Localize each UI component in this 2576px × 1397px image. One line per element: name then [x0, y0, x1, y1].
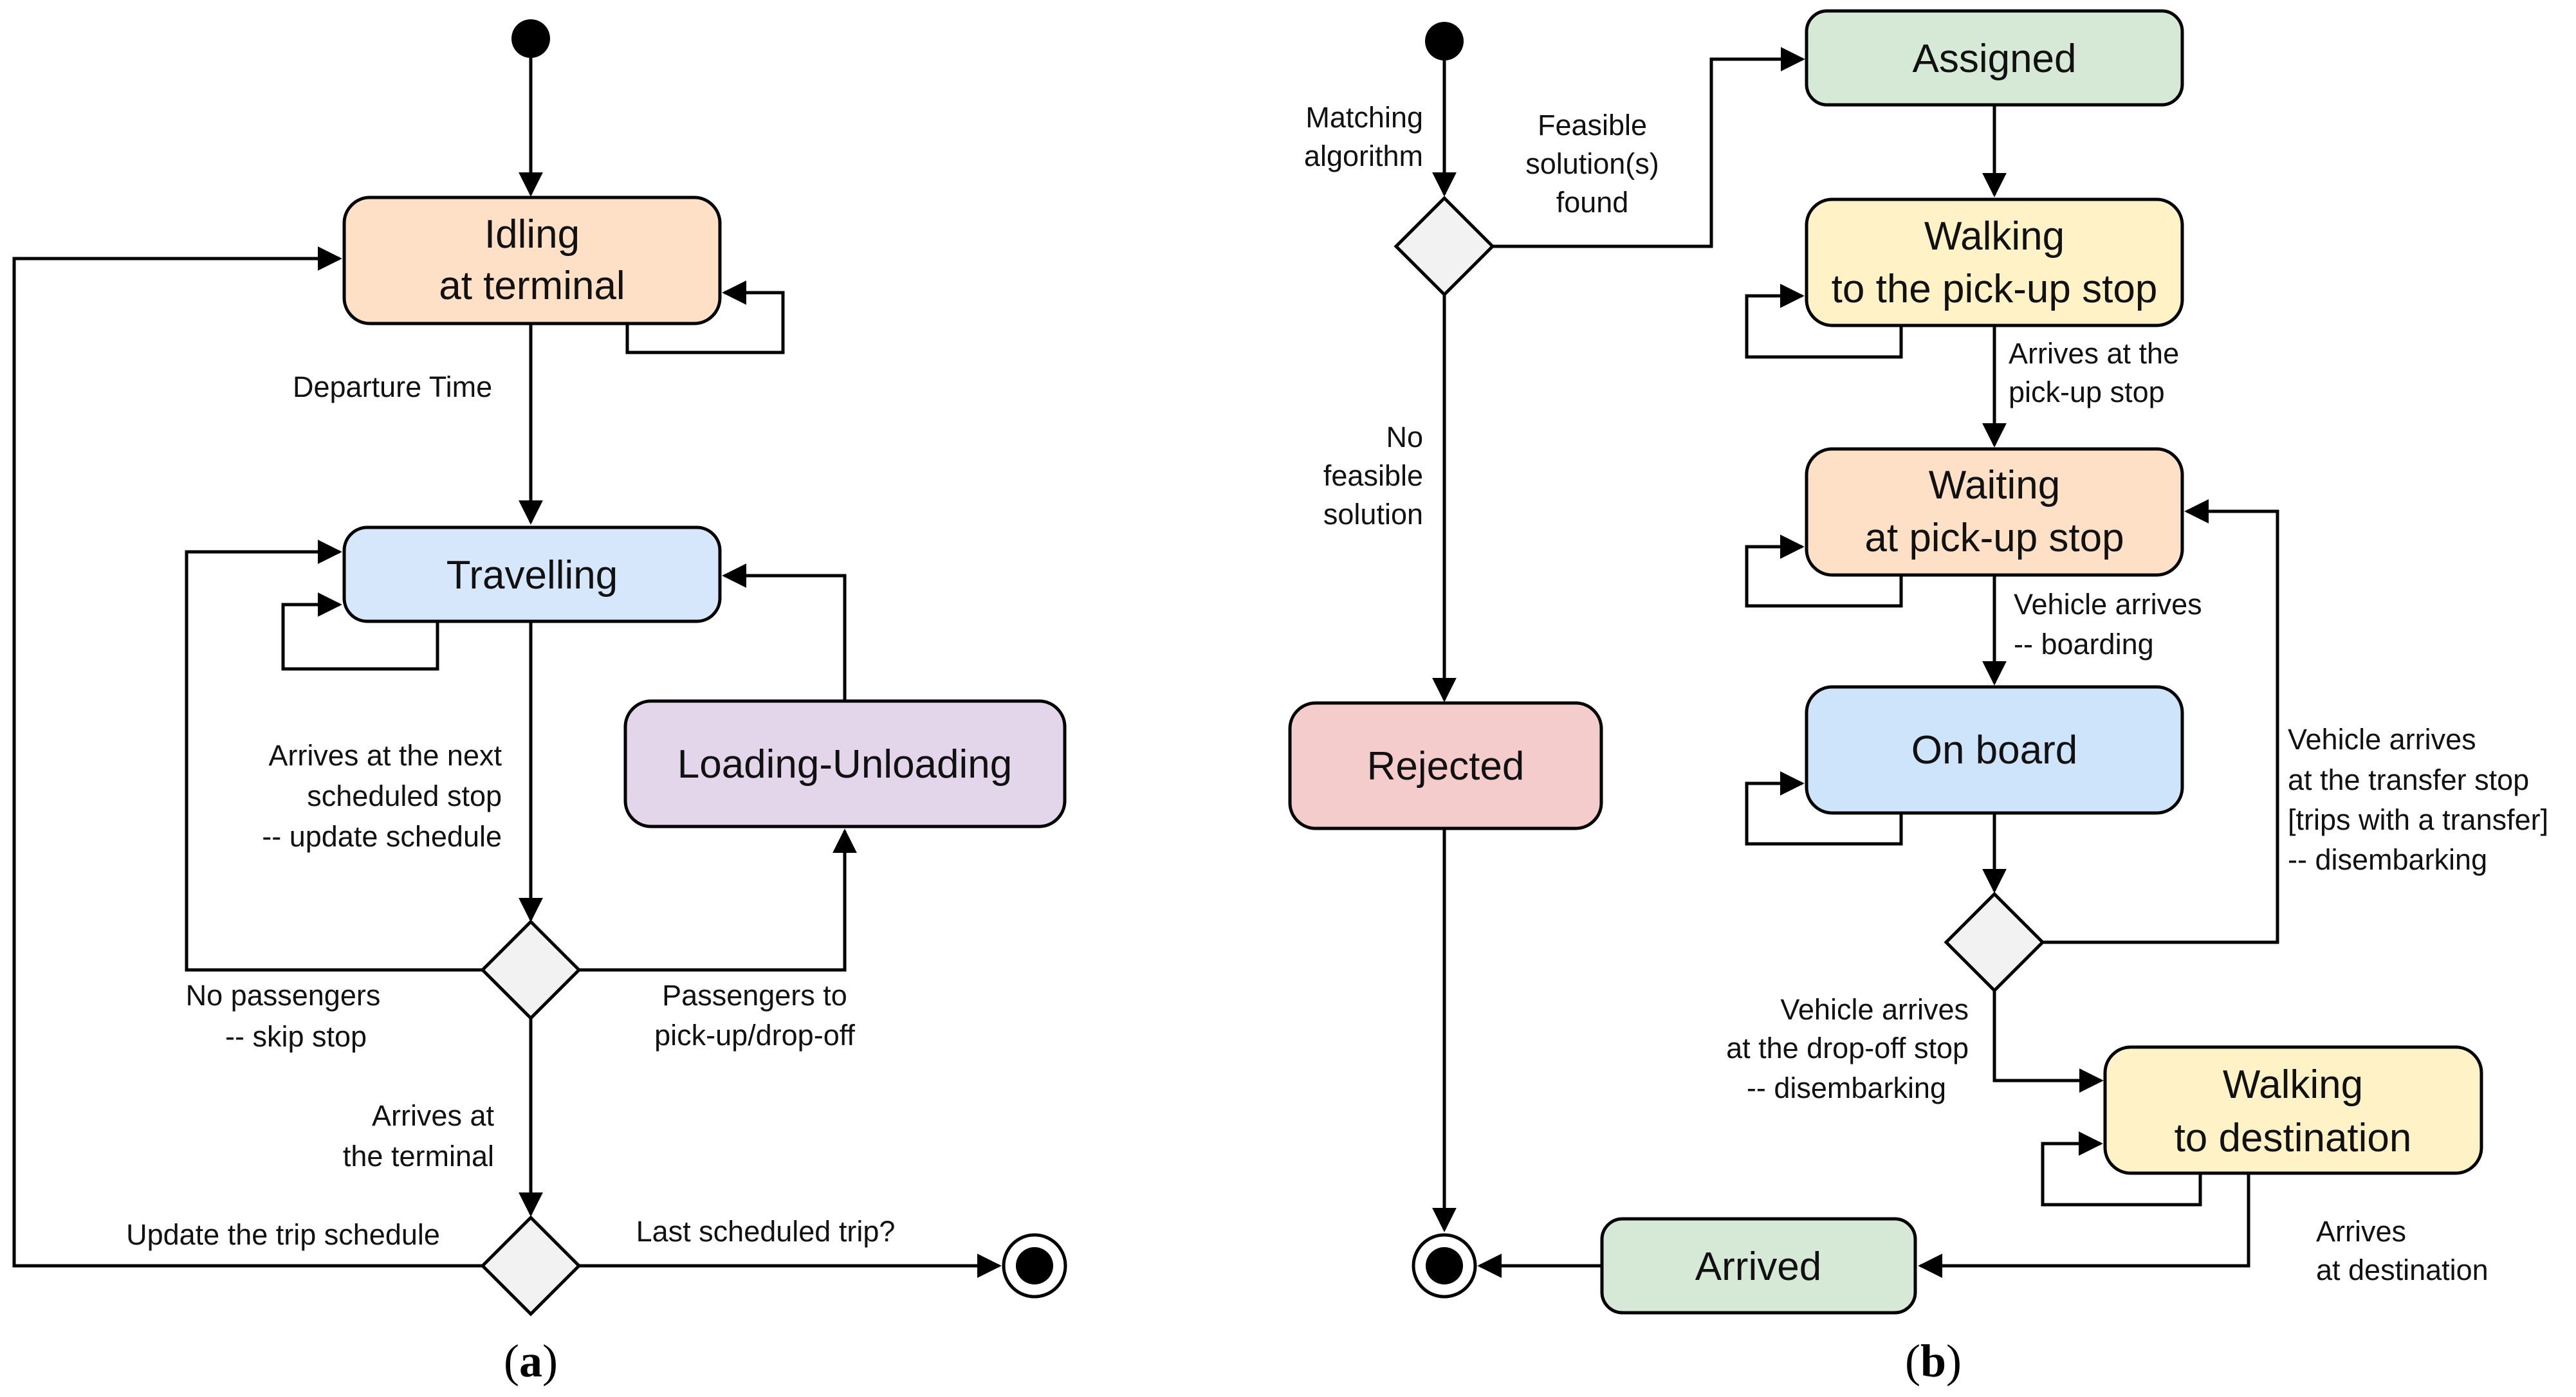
label-dropoff-2: at the drop-off stop: [1726, 1032, 1969, 1064]
state-assigned-label: Assigned: [1912, 37, 2076, 81]
label-no-feasible-2: feasible: [1323, 459, 1423, 492]
decision-node-b1: [1394, 196, 1495, 297]
edge-decision-b2-to-walking-dest: [1992, 991, 2104, 1093]
state-travelling[interactable]: Travelling: [342, 525, 722, 623]
label-departure-time: Departure Time: [293, 370, 492, 403]
label-arrives-next-1: Arrives at the next: [268, 739, 502, 772]
label-feasible-2: solution(s): [1525, 147, 1659, 180]
state-travelling-label: Travelling: [446, 553, 618, 598]
edge-decision1-to-travelling: [185, 540, 483, 972]
caption-a: (a): [504, 1335, 558, 1387]
edge-travelling-self: [281, 592, 439, 671]
label-dropoff-1: Vehicle arrives: [1780, 993, 1969, 1026]
final-node-a-dot: [1016, 1247, 1053, 1284]
label-transfer-2: at the transfer stop: [2288, 763, 2529, 796]
state-walking-pickup[interactable]: Walking to the pick-up stop: [1805, 197, 2184, 327]
edge-onboard-self: [1745, 771, 1903, 846]
edge-decision1-to-loading: [579, 828, 857, 972]
label-arrives-dest-2: at destination: [2316, 1254, 2489, 1286]
edge-loading-to-travelling: [722, 563, 847, 701]
label-arrives-next-2: scheduled stop: [307, 780, 502, 812]
panel-b: Matching algorithm Feasible solution(s) …: [1288, 9, 2548, 1387]
label-update-trip: Update the trip schedule: [126, 1218, 440, 1251]
label-arrives-terminal-2: the terminal: [343, 1140, 494, 1173]
caption-b: (b): [1905, 1335, 1962, 1387]
label-transfer-3: [trips with a transfer]: [2288, 803, 2548, 836]
label-feasible-3: found: [1556, 186, 1629, 219]
state-idling[interactable]: Idling at terminal: [342, 196, 722, 325]
state-walking-pickup-line1: Walking: [1924, 214, 2065, 259]
label-arrives-pickup-1: Arrives at the: [2009, 337, 2179, 370]
label-last-trip: Last scheduled trip?: [636, 1215, 896, 1248]
label-arrives-pickup-2: pick-up stop: [2009, 376, 2165, 408]
decision-node-b2: [1944, 891, 2045, 993]
state-loading[interactable]: Loading-Unloading: [623, 699, 1067, 828]
label-no-feasible-3: solution: [1323, 498, 1423, 531]
state-waiting-line2: at pick-up stop: [1864, 516, 2124, 560]
label-passengers-to-1: Passengers to: [662, 979, 847, 1012]
state-walking-dest[interactable]: Walking to destination: [2103, 1045, 2483, 1175]
decision-node-a1: [480, 919, 582, 1021]
state-walking-dest-line2: to destination: [2175, 1116, 2412, 1160]
label-arrives-dest-1: Arrives: [2316, 1215, 2406, 1248]
state-loading-label: Loading-Unloading: [677, 742, 1013, 787]
state-waiting[interactable]: Waiting at pick-up stop: [1805, 447, 2184, 577]
label-arrives-terminal-1: Arrives at: [372, 1099, 495, 1132]
state-rejected[interactable]: Rejected: [1288, 701, 1603, 830]
state-assigned[interactable]: Assigned: [1805, 9, 2184, 107]
label-arrives-next-3: -- update schedule: [262, 820, 502, 853]
state-rejected-label: Rejected: [1367, 744, 1525, 789]
label-no-passengers-1: No passengers: [186, 979, 381, 1012]
state-onboard[interactable]: On board: [1805, 685, 2184, 815]
label-feasible-1: Feasible: [1538, 109, 1647, 142]
state-walking-pickup-line2: to the pick-up stop: [1832, 267, 2158, 311]
label-passengers-to-2: pick-up/drop-off: [654, 1019, 855, 1052]
edge-walking-dest-self: [2041, 1131, 2202, 1207]
state-onboard-label: On board: [1911, 728, 2078, 772]
state-arrived-label: Arrived: [1695, 1245, 1821, 1289]
final-node-b-dot: [1426, 1247, 1463, 1284]
label-vehicle-boarding-1: Vehicle arrives: [2014, 588, 2202, 621]
label-matching-1: Matching: [1305, 101, 1423, 134]
decision-node-a2: [480, 1215, 582, 1317]
label-transfer-4: -- disembarking: [2288, 843, 2487, 876]
state-idling-line1: Idling: [484, 212, 580, 257]
label-vehicle-boarding-2: -- boarding: [2014, 628, 2154, 661]
initial-node-b: [1425, 22, 1464, 60]
state-arrived[interactable]: Arrived: [1600, 1217, 1917, 1315]
state-walking-dest-line1: Walking: [2223, 1063, 2363, 1107]
edge-decision2-to-idling: [12, 246, 483, 1268]
state-idling-line2: at terminal: [439, 264, 625, 308]
label-dropoff-3: -- disembarking: [1747, 1072, 1946, 1104]
edge-decision-to-assigned: [1493, 47, 1805, 248]
edge-walking-pickup-self: [1745, 284, 1903, 359]
edge-walking-dest-to-arrived: [1918, 1173, 2250, 1278]
edge-decision-b2-to-waiting: [2043, 499, 2279, 944]
label-matching-2: algorithm: [1304, 140, 1423, 172]
edge-waiting-self: [1745, 534, 1903, 608]
initial-node-a: [511, 19, 550, 58]
label-transfer-1: Vehicle arrives: [2288, 723, 2476, 756]
panel-a: Idling at terminal Departure Time Travel…: [12, 19, 1067, 1387]
edge-idling-self: [625, 280, 785, 354]
label-no-feasible-1: No: [1386, 421, 1423, 453]
state-walking-dest-box: [2103, 1045, 2483, 1175]
label-no-passengers-2: -- skip stop: [225, 1020, 367, 1053]
state-waiting-line1: Waiting: [1929, 463, 2060, 507]
